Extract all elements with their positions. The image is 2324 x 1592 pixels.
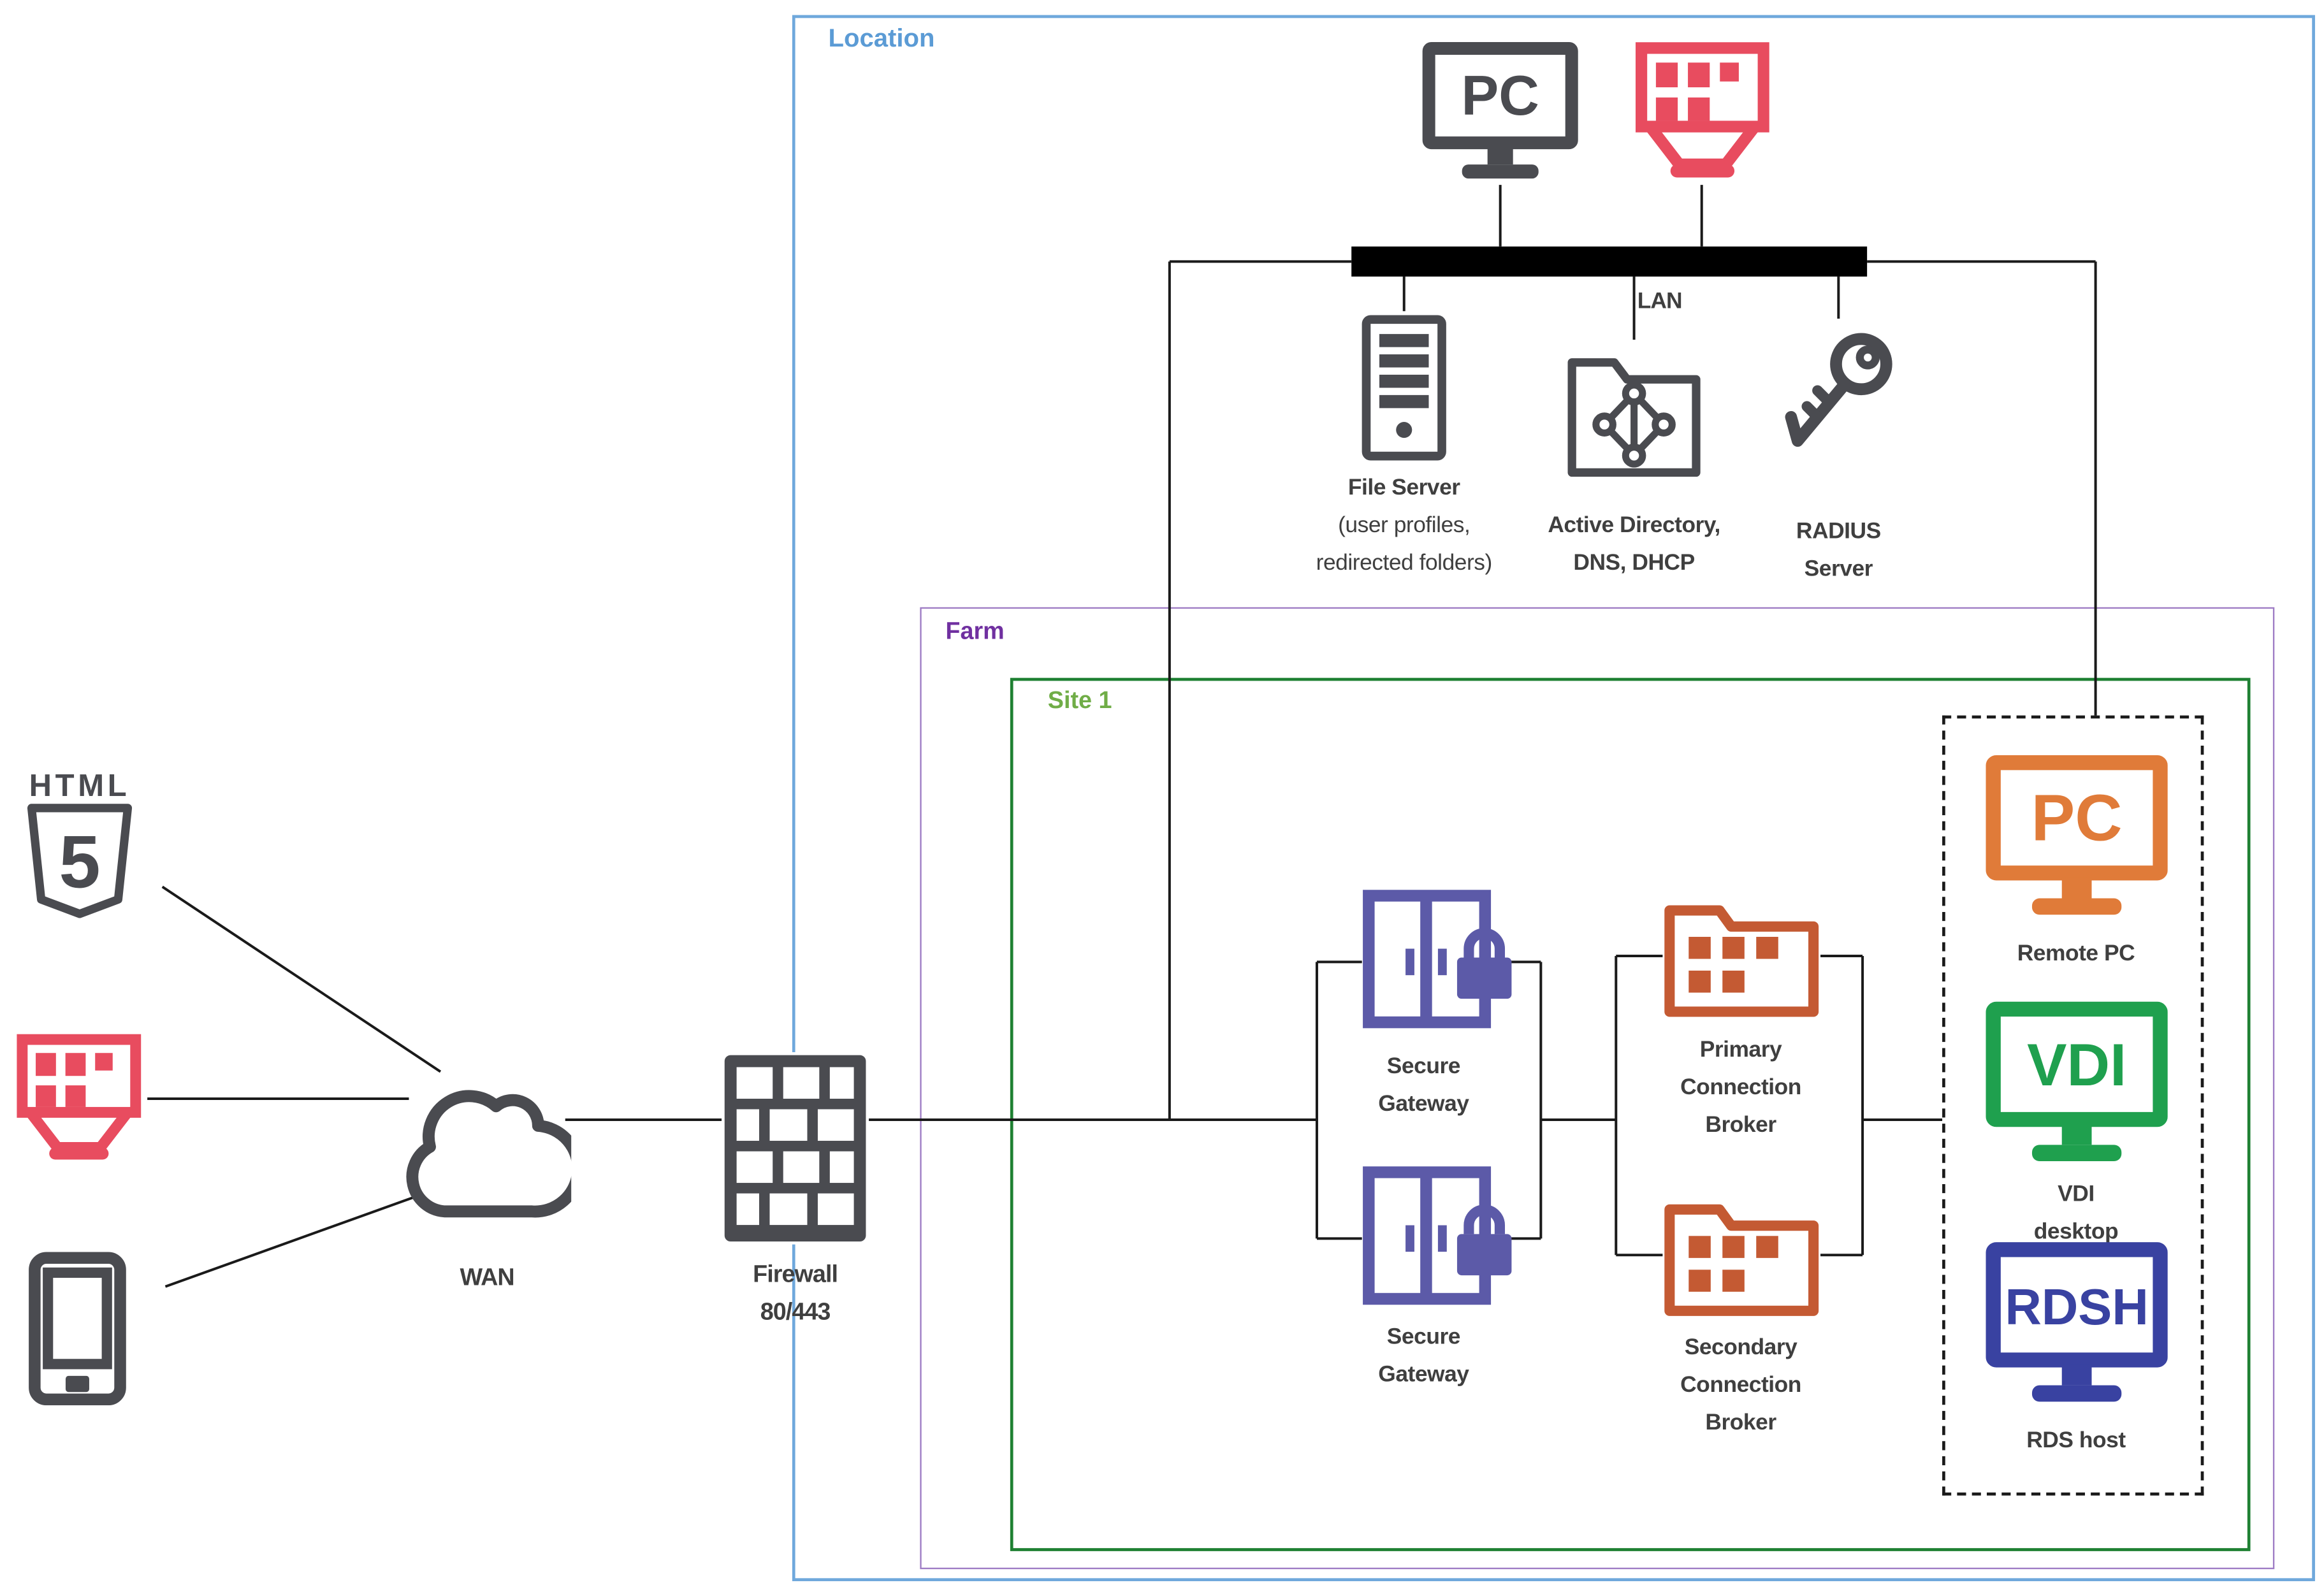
farm-label: Farm [945,619,1005,645]
radius-label: RADIUS Server [1796,518,1881,582]
svg-text:PC: PC [1462,64,1539,127]
file-server-icon [1362,315,1446,461]
vdi-desktop-icon: VDI [1986,1001,2168,1162]
farm-box [920,607,2275,1570]
active-directory-label: Active Directory, DNS, DHCP [1548,512,1720,576]
site1-label: Site 1 [1047,688,1112,714]
rdsh-label: RDS host [2026,1428,2126,1454]
radius-key-icon [1785,333,1892,447]
secondary-broker-label: Secondary Connection Broker [1680,1335,1801,1436]
svg-text:PC: PC [2031,781,2123,854]
remoteapp-client-icon [1635,42,1769,178]
location-box [792,15,2315,1582]
primary-broker-icon [1664,905,1819,1017]
secure-gateway-2-icon [1363,1166,1512,1305]
remote-pc-label: Remote PC [2017,941,2135,967]
secure-gateway-1-icon [1363,890,1512,1029]
site1-box [1010,677,2251,1551]
endpoint-group-box [1942,715,2204,1496]
active-directory-icon [1567,358,1701,477]
remoteapp-left-icon [17,1034,142,1160]
secure-gateway-1-label: Secure Gateway [1378,1053,1469,1117]
file-server-label: File Server (user profiles, redirected f… [1316,475,1493,576]
secure-gateway-2-label: Secure Gateway [1378,1324,1469,1387]
remote-pc-icon: PC [1986,755,2168,915]
secondary-broker-icon [1664,1204,1819,1316]
svg-text:VDI: VDI [2027,1031,2126,1098]
pc-client-icon: PC [1422,42,1578,179]
mobile-client-icon [29,1252,126,1406]
lan-bus [1351,246,1868,277]
wan-label: WAN [460,1265,515,1291]
wan-cloud-icon [406,1090,572,1218]
svg-text:RDSH: RDSH [2005,1278,2148,1335]
html5-client-icon: HTML 5 [27,770,133,918]
vdi-desktop-label: VDI desktop [2033,1181,2119,1245]
firewall-icon [722,1052,869,1245]
location-label: Location [828,24,935,53]
svg-text:HTML: HTML [29,770,131,804]
firewall-label: Firewall 80/443 [753,1263,838,1326]
primary-broker-label: Primary Connection Broker [1680,1037,1801,1138]
lan-label: LAN [1637,288,1683,314]
rdsh-icon: RDSH [1986,1242,2168,1402]
svg-text:5: 5 [59,820,100,903]
